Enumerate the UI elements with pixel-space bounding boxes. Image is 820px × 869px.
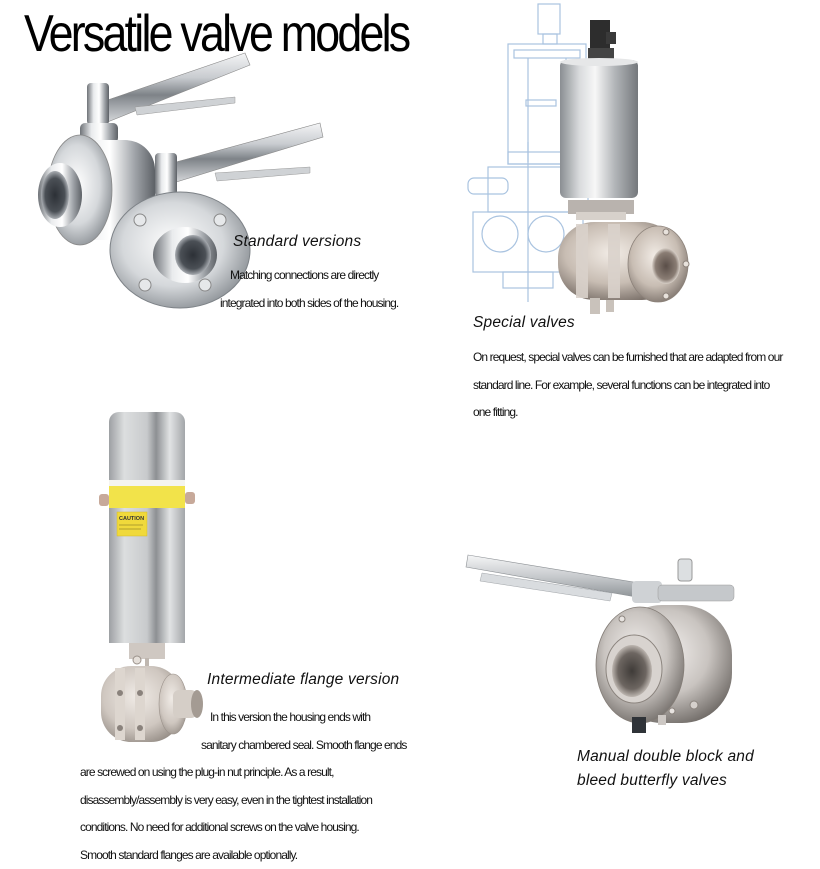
manual-double-block-caption: Manual double block and bleed butterfly …	[577, 745, 754, 793]
special-valve-image	[458, 2, 708, 320]
intermediate-flange-caption: Intermediate flange version	[207, 671, 399, 689]
caption-line: bleed butterfly valves	[577, 769, 754, 793]
caution-label: CAUTION	[119, 516, 144, 522]
body-line: In this version the housing ends with	[80, 704, 406, 732]
standard-versions-caption: Standard versions	[233, 233, 361, 251]
body-line: are screwed on using the plug-in nut pri…	[80, 759, 406, 787]
body-line: sanitary chambered seal. Smooth flange e…	[80, 732, 406, 760]
manual-double-block-valve-image	[462, 545, 742, 740]
special-valves-body: On request, special valves can be furnis…	[473, 344, 782, 427]
standard-versions-body: Matching connections are directly integr…	[220, 262, 398, 317]
intermediate-flange-valve-image: CAUTION	[95, 408, 207, 753]
body-line: one fitting.	[473, 399, 782, 427]
body-line: conditions. No need for additional screw…	[80, 814, 406, 842]
body-line: Smooth standard flanges are available op…	[80, 842, 406, 869]
caption-line: Manual double block and	[577, 745, 754, 769]
body-line: disassembly/assembly is very easy, even …	[80, 787, 406, 815]
body-line: On request, special valves can be furnis…	[473, 344, 782, 372]
body-line: standard line. For example, several func…	[473, 372, 782, 400]
special-valves-caption: Special valves	[473, 314, 575, 332]
body-line: integrated into both sides of the housin…	[220, 290, 398, 318]
body-line: Matching connections are directly	[220, 262, 398, 290]
caution-band	[109, 486, 185, 510]
intermediate-flange-body: In this version the housing ends with sa…	[80, 704, 406, 869]
